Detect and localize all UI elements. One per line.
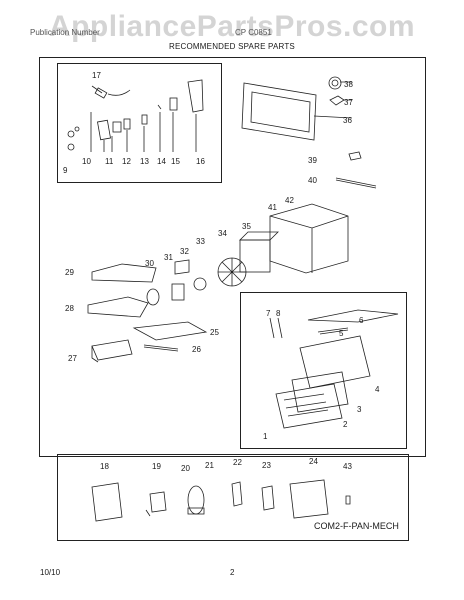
callout-38: 38: [344, 80, 353, 89]
callout-12: 12: [122, 157, 131, 166]
callout-6: 6: [359, 316, 364, 325]
callout-5: 5: [339, 329, 344, 338]
callout-18: 18: [100, 462, 109, 471]
diagram-frame: [39, 57, 426, 457]
callout-8: 8: [276, 309, 281, 318]
callout-23: 23: [262, 461, 271, 470]
callout-42: 42: [285, 196, 294, 205]
callout-28: 28: [65, 304, 74, 313]
callout-21: 21: [205, 461, 214, 470]
callout-43: 43: [343, 462, 352, 471]
callout-25: 25: [210, 328, 219, 337]
callout-15: 15: [171, 157, 180, 166]
callout-10: 10: [82, 157, 91, 166]
callout-9: 9: [63, 166, 68, 175]
callout-1: 1: [263, 432, 268, 441]
page-subtitle: RECOMMENDED SPARE PARTS: [169, 42, 295, 51]
callout-35: 35: [242, 222, 251, 231]
callout-36: 36: [343, 116, 352, 125]
publication-label: Publication Number: [30, 28, 100, 37]
diagram-code-label: COM2-F-PAN-MECH: [314, 521, 399, 531]
watermark: AppliancePartsPros.com: [48, 10, 416, 43]
callout-7: 7: [266, 309, 271, 318]
callout-41: 41: [268, 203, 277, 212]
callout-37: 37: [344, 98, 353, 107]
callout-20: 20: [181, 464, 190, 473]
callout-34: 34: [218, 229, 227, 238]
callout-13: 13: [140, 157, 149, 166]
frame-filter-assembly: [240, 292, 407, 449]
callout-3: 3: [357, 405, 362, 414]
callout-22: 22: [233, 458, 242, 467]
frame-small-parts: [57, 63, 222, 183]
callout-29: 29: [65, 268, 74, 277]
callout-11: 11: [105, 157, 114, 166]
callout-24: 24: [309, 457, 318, 466]
callout-16: 16: [196, 157, 205, 166]
callout-27: 27: [68, 354, 77, 363]
callout-31: 31: [164, 253, 173, 262]
footer-date: 10/10: [40, 568, 61, 577]
callout-2: 2: [343, 420, 348, 429]
frame-electrical-parts: [57, 454, 409, 541]
callout-26: 26: [192, 345, 201, 354]
callout-14: 14: [157, 157, 166, 166]
model-label: CP C0851: [235, 28, 272, 37]
callout-17: 17: [92, 71, 101, 80]
callout-19: 19: [152, 462, 161, 471]
footer-page-number: 2: [230, 568, 235, 577]
callout-33: 33: [196, 237, 205, 246]
callout-32: 32: [180, 247, 189, 256]
callout-39: 39: [308, 156, 317, 165]
callout-4: 4: [375, 385, 380, 394]
callout-40: 40: [308, 176, 317, 185]
callout-30: 30: [145, 259, 154, 268]
